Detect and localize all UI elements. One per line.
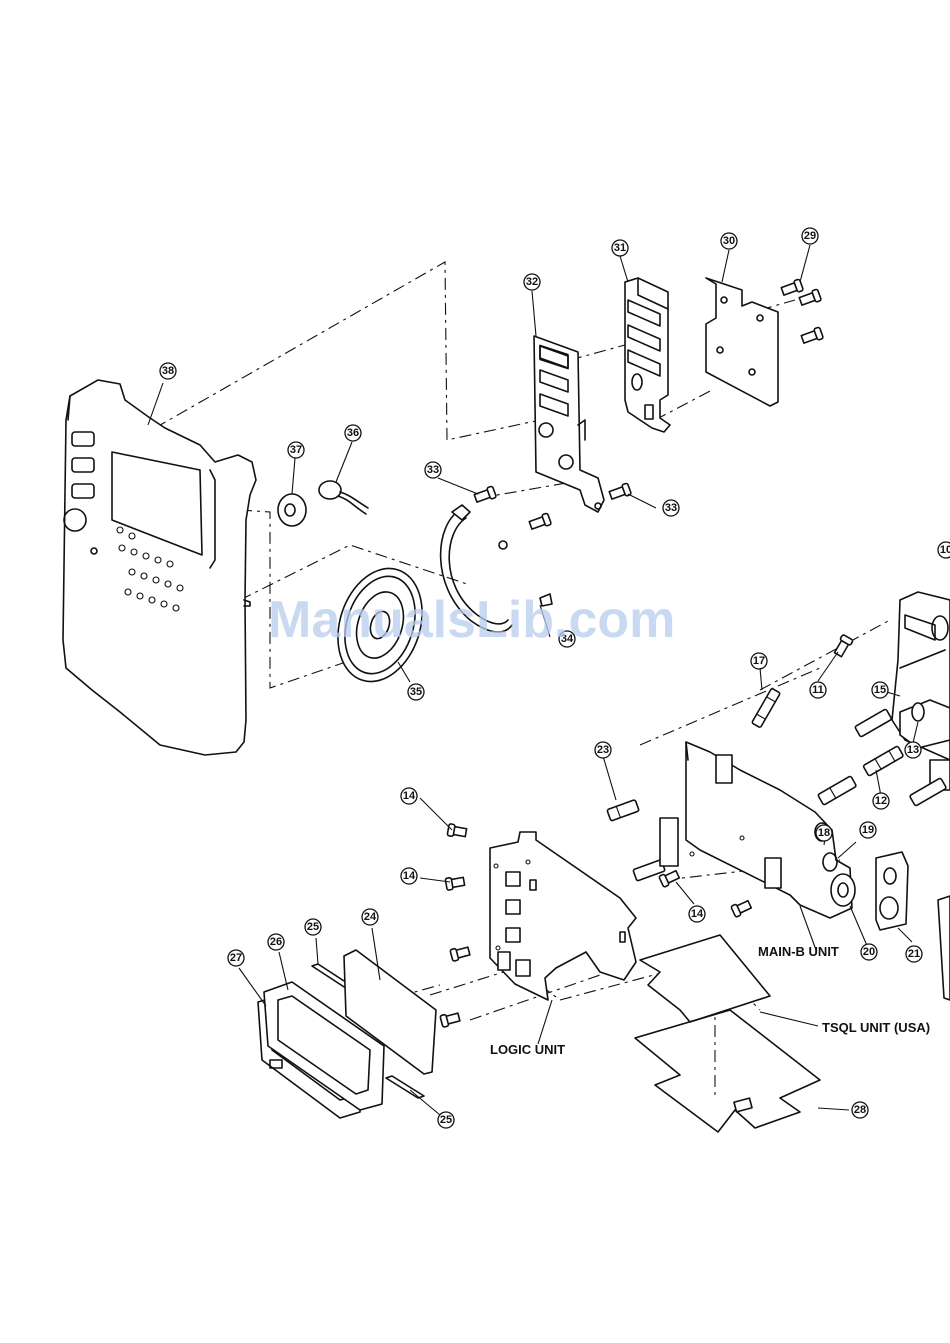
callout-33-right: 33	[663, 500, 679, 516]
microphone-part-36	[319, 481, 368, 514]
block-part-31	[625, 278, 670, 432]
callout-11: 11	[810, 682, 826, 698]
callout-36: 36	[345, 425, 361, 441]
callout-20: 20	[861, 944, 877, 960]
callout-33-left: 33	[425, 462, 441, 478]
svg-text:14: 14	[403, 870, 416, 882]
svg-text:24: 24	[364, 911, 377, 923]
svg-text:33: 33	[427, 464, 439, 476]
logic-unit-board	[490, 832, 636, 1000]
svg-text:37: 37	[290, 444, 302, 456]
callout-28: 28	[852, 1102, 868, 1118]
svg-text:35: 35	[410, 686, 422, 698]
front-panel-part-38	[63, 380, 256, 755]
svg-text:28: 28	[854, 1104, 866, 1116]
svg-text:25: 25	[307, 921, 319, 933]
callout-14-top: 14	[401, 788, 417, 804]
svg-text:29: 29	[804, 230, 816, 242]
svg-text:30: 30	[723, 235, 735, 247]
callout-14-right: 14	[689, 906, 705, 922]
callout-19: 19	[860, 822, 876, 838]
callout-30: 30	[721, 233, 737, 249]
svg-text:25: 25	[440, 1114, 452, 1126]
rubber-strip-part-25-lower	[386, 1076, 424, 1098]
callout-29: 29	[802, 228, 818, 244]
logic-unit-label: LOGIC UNIT	[490, 1042, 565, 1057]
svg-text:31: 31	[614, 242, 626, 254]
callout-37: 37	[288, 442, 304, 458]
svg-text:32: 32	[526, 276, 538, 288]
svg-text:27: 27	[230, 952, 242, 964]
svg-text:26: 26	[270, 936, 282, 948]
svg-text:20: 20	[863, 946, 875, 958]
svg-text:19: 19	[862, 824, 874, 836]
callout-25-bottom: 25	[438, 1112, 454, 1128]
callout-38: 38	[160, 363, 176, 379]
svg-text:11: 11	[812, 684, 824, 696]
callout-31: 31	[612, 240, 628, 256]
svg-text:10: 10	[940, 544, 950, 556]
main-b-unit-label: MAIN-B UNIT	[758, 944, 839, 959]
svg-text:33: 33	[665, 502, 677, 514]
callout-35: 35	[408, 684, 424, 700]
svg-text:14: 14	[691, 908, 704, 920]
callout-12: 12	[873, 793, 889, 809]
svg-text:36: 36	[347, 427, 359, 439]
callout-13: 13	[905, 742, 921, 758]
ring-part-37	[278, 494, 306, 526]
svg-text:38: 38	[162, 365, 174, 377]
svg-text:12: 12	[875, 795, 887, 807]
callout-15: 15	[872, 682, 888, 698]
bracket-part-32	[534, 336, 604, 512]
callout-24: 24	[362, 909, 378, 925]
svg-text:23: 23	[597, 744, 609, 756]
tsql-unit-label: TSQL UNIT (USA)	[822, 1020, 930, 1035]
svg-text:14: 14	[403, 790, 416, 802]
svg-text:21: 21	[908, 948, 920, 960]
callout-21: 21	[906, 946, 922, 962]
plate-part-30	[706, 278, 778, 406]
callout-25-top: 25	[305, 919, 321, 935]
tsql-unit-board	[640, 935, 770, 1022]
sheet-part-28	[635, 1010, 820, 1132]
watermark-text: ManualsLib.com	[268, 591, 675, 649]
callout-32: 32	[524, 274, 540, 290]
callout-23: 23	[595, 742, 611, 758]
svg-text:17: 17	[753, 655, 765, 667]
callout-18: 18	[816, 825, 832, 841]
callout-14-middle: 14	[401, 868, 417, 884]
svg-text:15: 15	[874, 684, 886, 696]
callout-10: 10	[938, 542, 950, 558]
svg-text:13: 13	[907, 744, 919, 756]
bracket-part-21	[876, 852, 908, 930]
callout-26: 26	[268, 934, 284, 950]
callout-27: 27	[228, 950, 244, 966]
svg-text:18: 18	[818, 827, 830, 839]
callout-17: 17	[751, 653, 767, 669]
